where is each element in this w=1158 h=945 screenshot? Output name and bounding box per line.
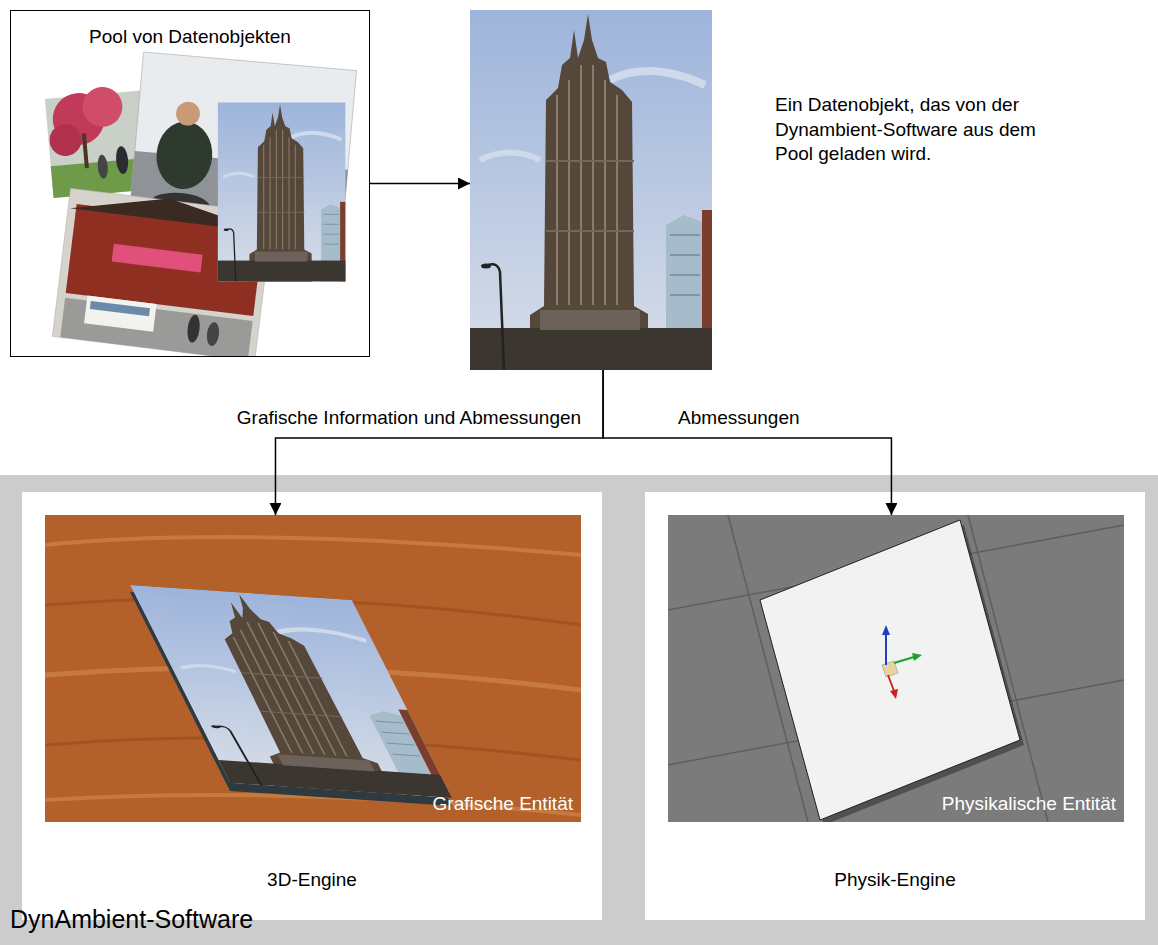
- edge-label: Grafische Information und Abmessungen: [235, 406, 583, 430]
- panel-label: Physik-Engine: [645, 868, 1145, 892]
- photo-collage: [11, 11, 369, 356]
- physics-view: [668, 515, 1124, 822]
- data-object-photo: Ein Datenobjekt, das von der Dynambient-…: [470, 10, 712, 370]
- software-band: DynAmbient-Software3D-Engine Grafische E…: [0, 475, 1158, 945]
- panel-label: 3D-Engine: [22, 868, 602, 892]
- physical-entity-image: Physikalische Entität: [668, 515, 1124, 822]
- image-label: Grafische Entität: [433, 792, 573, 816]
- rendered-photo: [45, 515, 581, 822]
- band-label: DynAmbient-Software: [10, 904, 253, 935]
- engine-panel: Physik-Engine Physikalische Entität: [645, 492, 1145, 920]
- image-label: Physikalische Entität: [942, 792, 1116, 816]
- building-photo: [470, 10, 712, 370]
- engine-panel: 3D-Engine Grafische Entität: [22, 492, 602, 920]
- flow-arrow: [275, 370, 603, 515]
- flow-arrow: [603, 370, 891, 515]
- description-text: Ein Datenobjekt, das von der Dynambient-…: [775, 93, 1075, 167]
- pool-box: Pool von Datenobjekten: [10, 10, 370, 357]
- box-title: Pool von Datenobjekten: [11, 25, 369, 49]
- graphic-entity-image: Grafische Entität: [45, 515, 581, 822]
- flow-arrow: [370, 183, 470, 185]
- edge-label: Abmessungen: [676, 406, 801, 430]
